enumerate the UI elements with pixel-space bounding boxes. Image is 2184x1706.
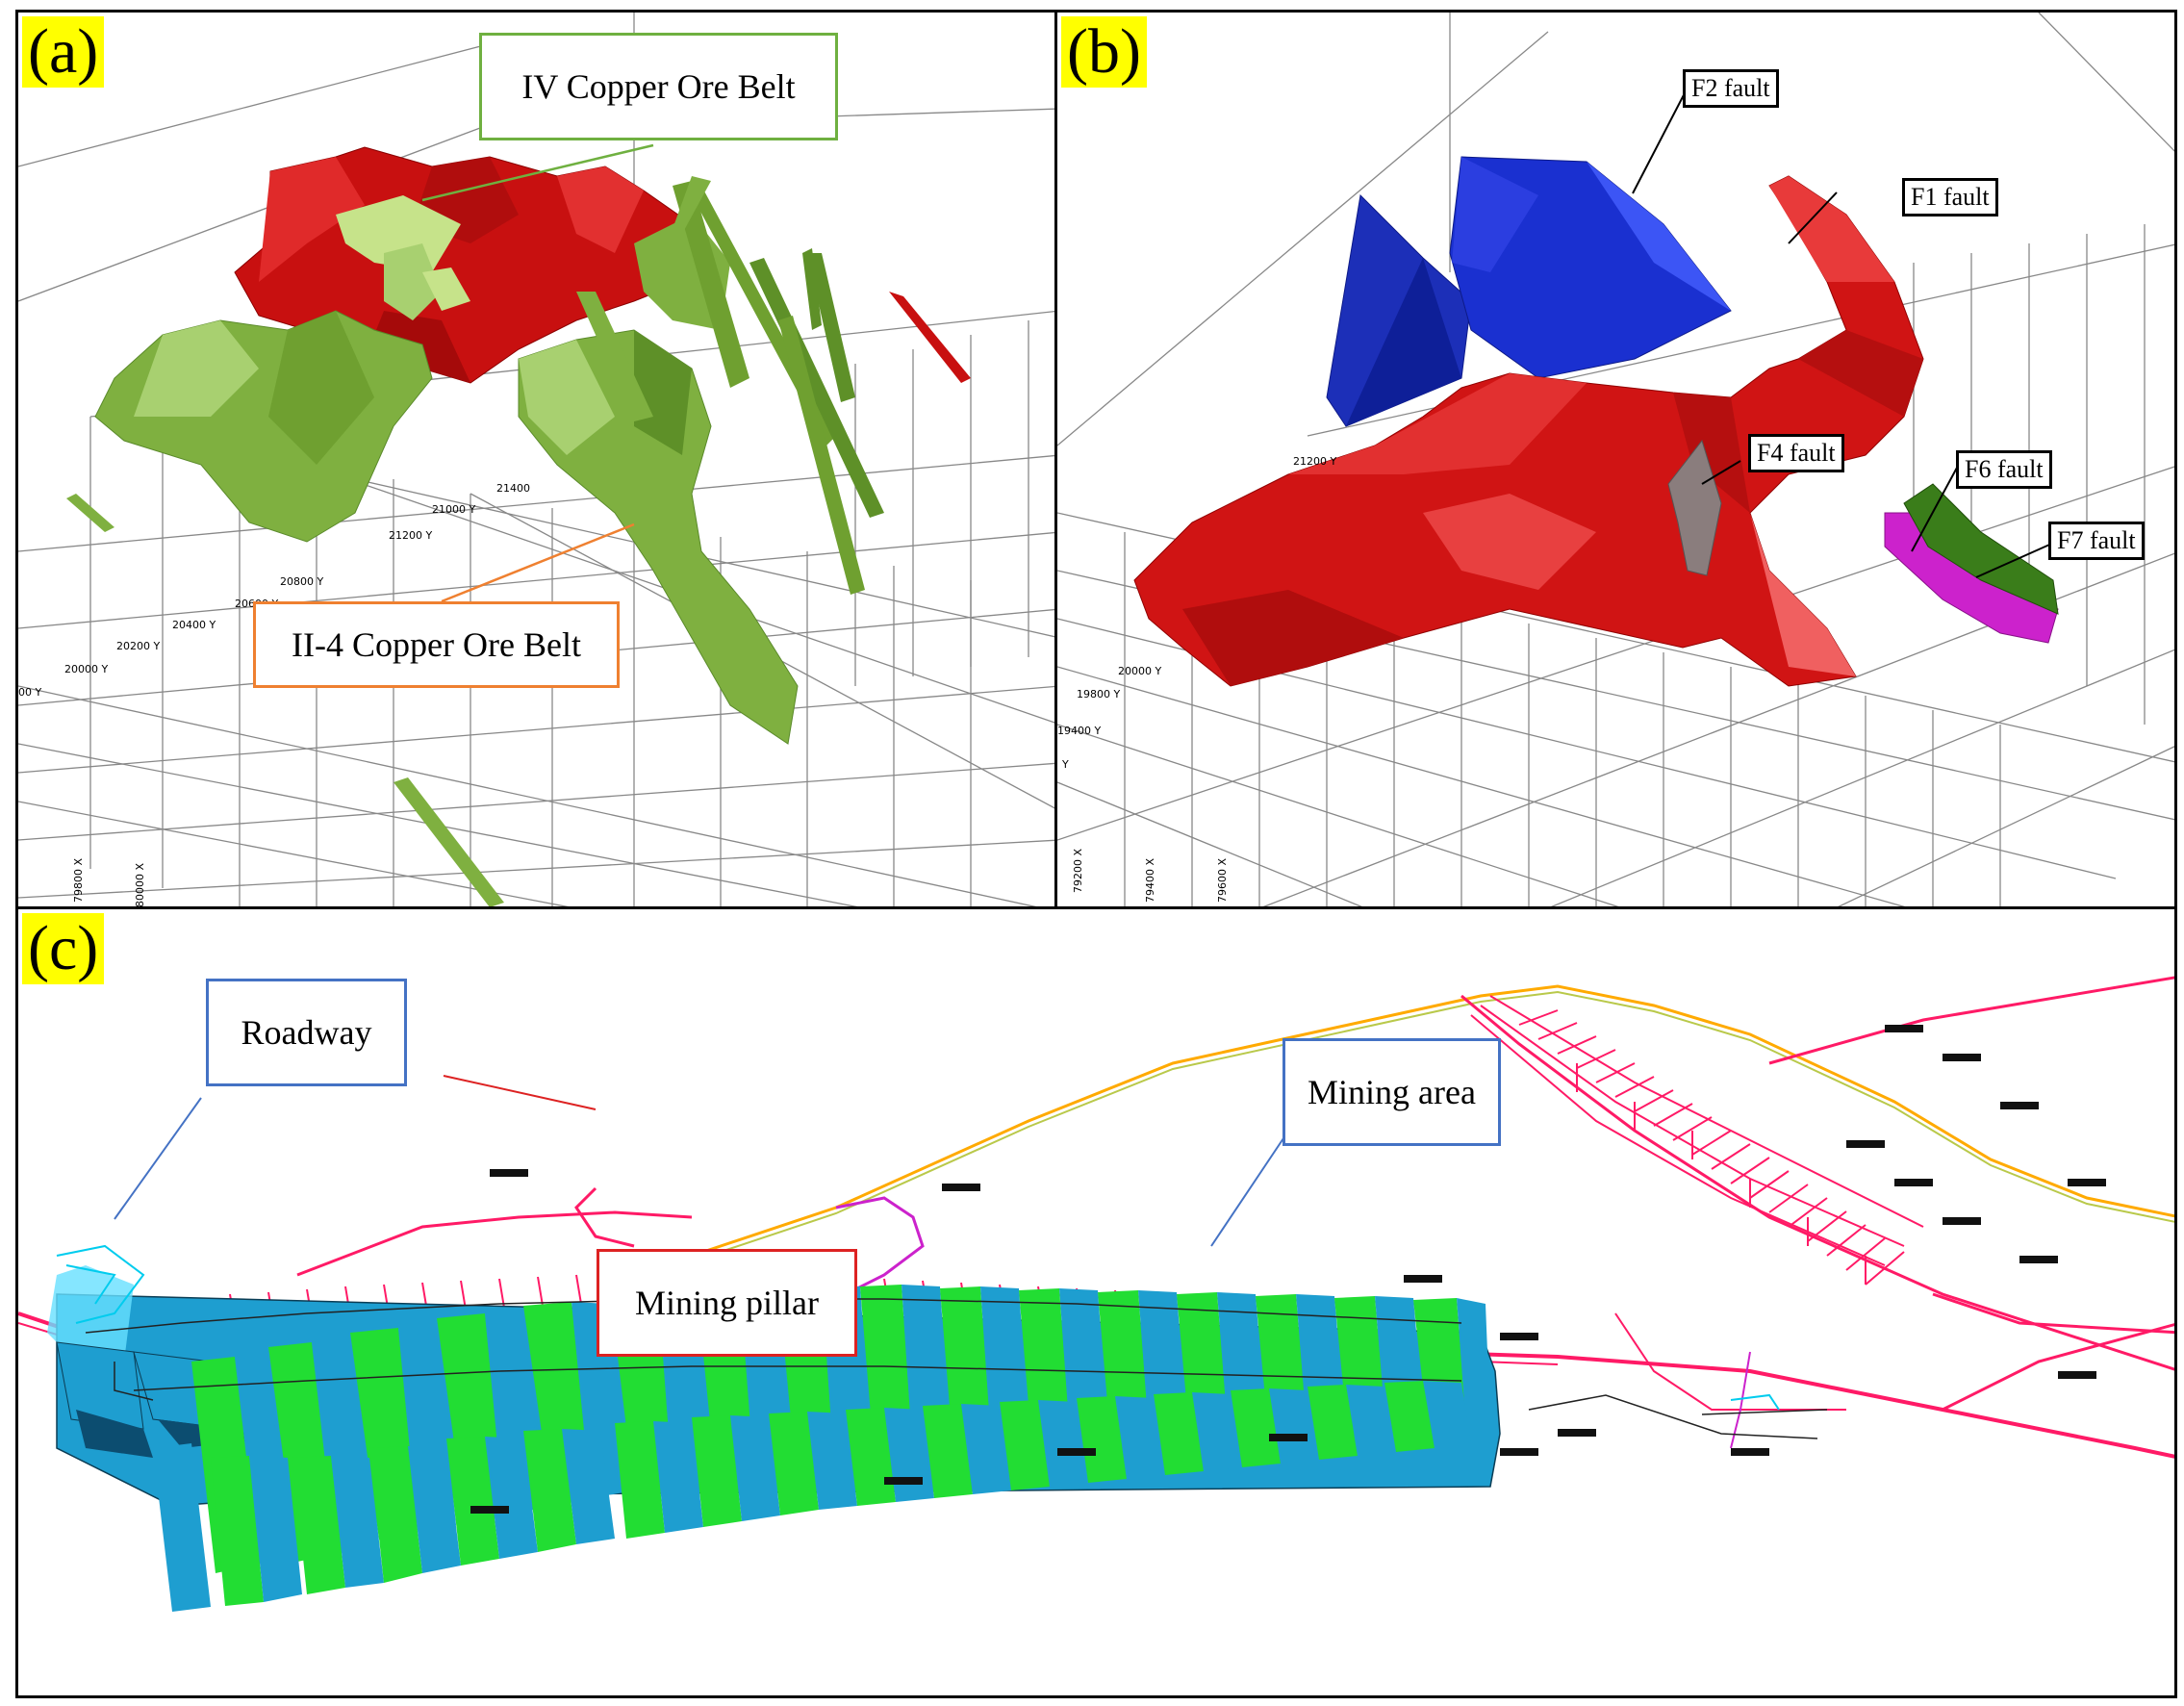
tick-label: 20000 Y — [64, 663, 108, 675]
tick-label: 20000 Y — [1118, 665, 1161, 677]
mining-roadway-cluster — [1470, 995, 1924, 1286]
f1-fault-surface — [1133, 175, 1924, 687]
f1-fault-label: F1 fault — [1902, 178, 1998, 216]
tick-label: 20400 Y — [172, 619, 216, 631]
panel-a-tick-labels: 21400 21200 Y 21000 Y 20800 Y 20600 Y 20… — [18, 482, 530, 907]
iv-copper-ore-belt-callout: IV Copper Ore Belt — [479, 33, 838, 140]
mining-area-cyan-detail — [56, 1244, 1780, 1411]
tick-label: 21000 Y — [432, 503, 475, 516]
panel-c-graphic — [18, 976, 2174, 1612]
roadway-callout: Roadway — [206, 979, 407, 1086]
label-markers — [470, 1025, 2106, 1514]
tick-label: 21400 — [496, 482, 530, 495]
mining-area-callout: Mining area — [1282, 1038, 1501, 1146]
f7-fault-label: F7 fault — [2048, 522, 2145, 560]
panel-b-label: (b) — [1061, 16, 1147, 88]
mining-pillars — [153, 1285, 1490, 1612]
panel-a: 21400 21200 Y 21000 Y 20800 Y 20600 Y 20… — [15, 10, 1057, 909]
tick-label: 00 Y — [18, 686, 41, 699]
tick-label: 79800 X — [72, 858, 85, 903]
tick-label: 19800 Y — [1077, 688, 1120, 700]
panel-c: (c) Roadway Mining area Mining pillar — [15, 906, 2177, 1698]
panel-c-leaders — [114, 1075, 1284, 1247]
panel-b: 21200 Y 20000 Y 19800 Y 19400 Y Y 79200 … — [1054, 10, 2177, 909]
ii4-copper-ore-belt-callout: II-4 Copper Ore Belt — [253, 601, 620, 688]
panel-c-label: (c) — [22, 913, 105, 984]
f7-fault-surface — [1903, 483, 2059, 615]
f2-fault-label: F2 fault — [1683, 69, 1779, 108]
tick-label: 19400 Y — [1057, 725, 1101, 737]
f4-fault-surface — [1667, 439, 1722, 576]
tick-label: Y — [1061, 758, 1069, 771]
panel-b-graphic: 21200 Y 20000 Y 19800 Y 19400 Y Y 79200 … — [1057, 13, 2174, 906]
f2-fault-surface — [1326, 156, 1732, 427]
panel-a-label: (a) — [22, 16, 105, 88]
panel-a-grid — [18, 13, 1054, 906]
ii4-copper-ore-belt-body — [66, 176, 884, 906]
panel-b-leaders — [1632, 87, 2057, 578]
tick-label: 21200 Y — [389, 529, 432, 542]
mining-area-detail — [85, 1298, 1828, 1439]
f6-fault-label: F6 fault — [1956, 450, 2052, 489]
f4-fault-label: F4 fault — [1748, 434, 1844, 472]
panel-a-graphic: 21400 21200 Y 21000 Y 20800 Y 20600 Y 20… — [18, 13, 1054, 907]
tick-label: 79600 X — [1216, 858, 1229, 903]
tick-label: 20800 Y — [280, 575, 323, 588]
panel-b-tick-labels: 21200 Y 20000 Y 19800 Y 19400 Y Y 79200 … — [1057, 455, 1336, 903]
tick-label: 20200 Y — [116, 640, 160, 652]
tick-label: 79400 X — [1144, 858, 1156, 903]
mining-pillar-callout: Mining pillar — [597, 1249, 857, 1357]
tick-label: 79200 X — [1072, 849, 1084, 893]
tick-label: 80000 X — [134, 863, 146, 907]
tick-label: 21200 Y — [1293, 455, 1336, 468]
panel-a-leaders — [421, 143, 654, 603]
